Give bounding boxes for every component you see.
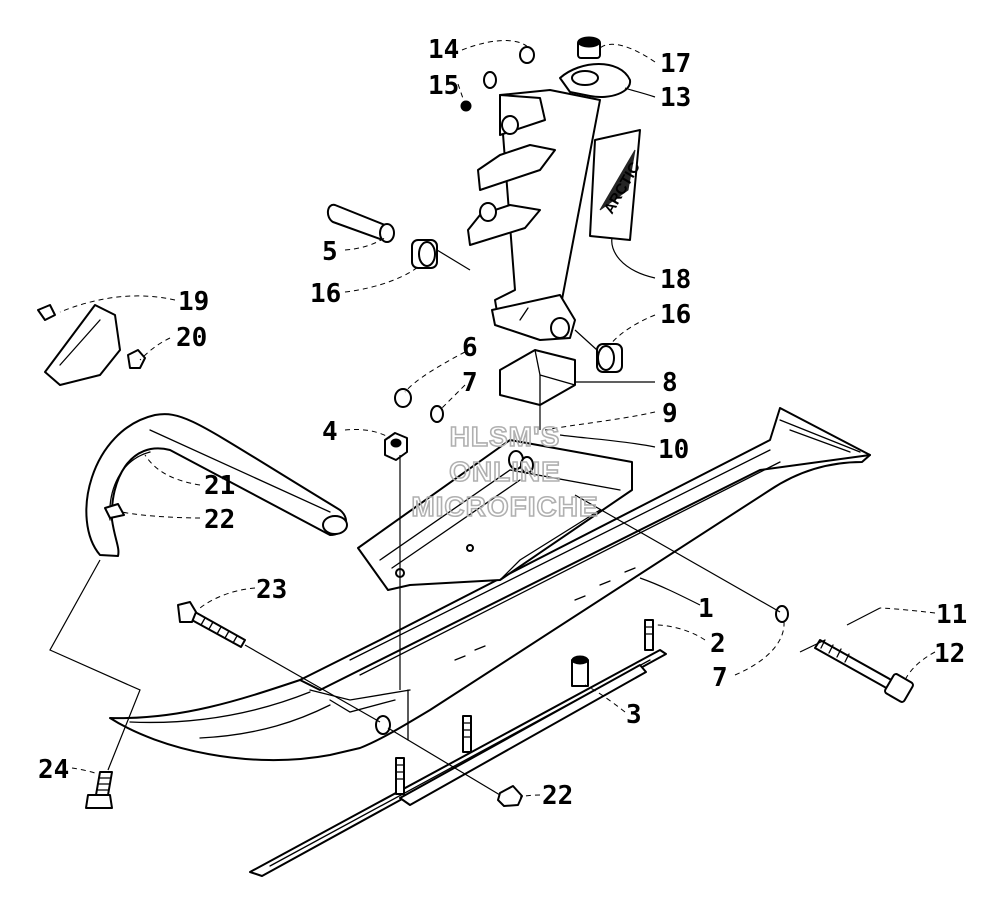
callout-18: 18 [660, 265, 691, 295]
callout-13: 13 [660, 83, 691, 113]
saddle-hardware [384, 388, 789, 623]
callout-16-left: 16 [310, 279, 341, 309]
lock-washer [483, 71, 497, 89]
callout-19: 19 [178, 287, 209, 317]
spindle [467, 63, 632, 341]
ski-handle [85, 413, 348, 557]
callout-21: 21 [204, 471, 235, 501]
ski-body [109, 407, 871, 762]
callout-23: 23 [256, 575, 287, 605]
watermark-line-1: HLSM'S [450, 421, 561, 452]
callout-1: 1 [698, 594, 714, 624]
callout-6: 6 [462, 333, 478, 363]
spindle-decal: ARCTIC [589, 129, 644, 241]
callout-8: 8 [662, 368, 678, 398]
spring-bumper [499, 349, 576, 406]
wear-bar [249, 619, 667, 877]
front-bolt [85, 771, 113, 809]
callout-14: 14 [428, 35, 459, 65]
cap-screw [577, 36, 601, 59]
callout-24: 24 [38, 755, 69, 785]
handle-bolt [177, 601, 246, 648]
callout-9: 9 [662, 399, 678, 429]
leader-lines [49, 40, 936, 798]
nut [497, 785, 523, 807]
callout-16-right: 16 [660, 300, 691, 330]
callout-5: 5 [322, 237, 338, 267]
callout-22-upper: 22 [204, 505, 235, 535]
washer [519, 46, 535, 64]
callout-labels: 1 2 3 4 5 6 7 7 8 9 10 11 12 13 14 15 16… [38, 35, 967, 811]
callout-3: 3 [626, 700, 642, 730]
spindle-bushings [327, 203, 623, 373]
callout-7-upper: 7 [462, 368, 478, 398]
watermark-line-3: MICROFICHE [411, 491, 598, 522]
callout-4: 4 [322, 417, 338, 447]
callout-17: 17 [660, 49, 691, 79]
callout-7-lower: 7 [712, 663, 728, 693]
callout-10: 10 [658, 435, 689, 465]
callout-11: 11 [936, 600, 967, 630]
callout-15: 15 [428, 71, 459, 101]
spindle-bolt [814, 607, 914, 703]
nut-small [460, 100, 472, 112]
callout-12: 12 [934, 639, 965, 669]
watermark-line-2: ONLINE [449, 456, 561, 487]
handle-bracket [37, 304, 146, 386]
callout-2: 2 [710, 629, 726, 659]
watermark: HLSM'S ONLINE MICROFICHE [411, 420, 599, 523]
callout-20: 20 [176, 323, 207, 353]
callout-22-lower: 22 [542, 781, 573, 811]
